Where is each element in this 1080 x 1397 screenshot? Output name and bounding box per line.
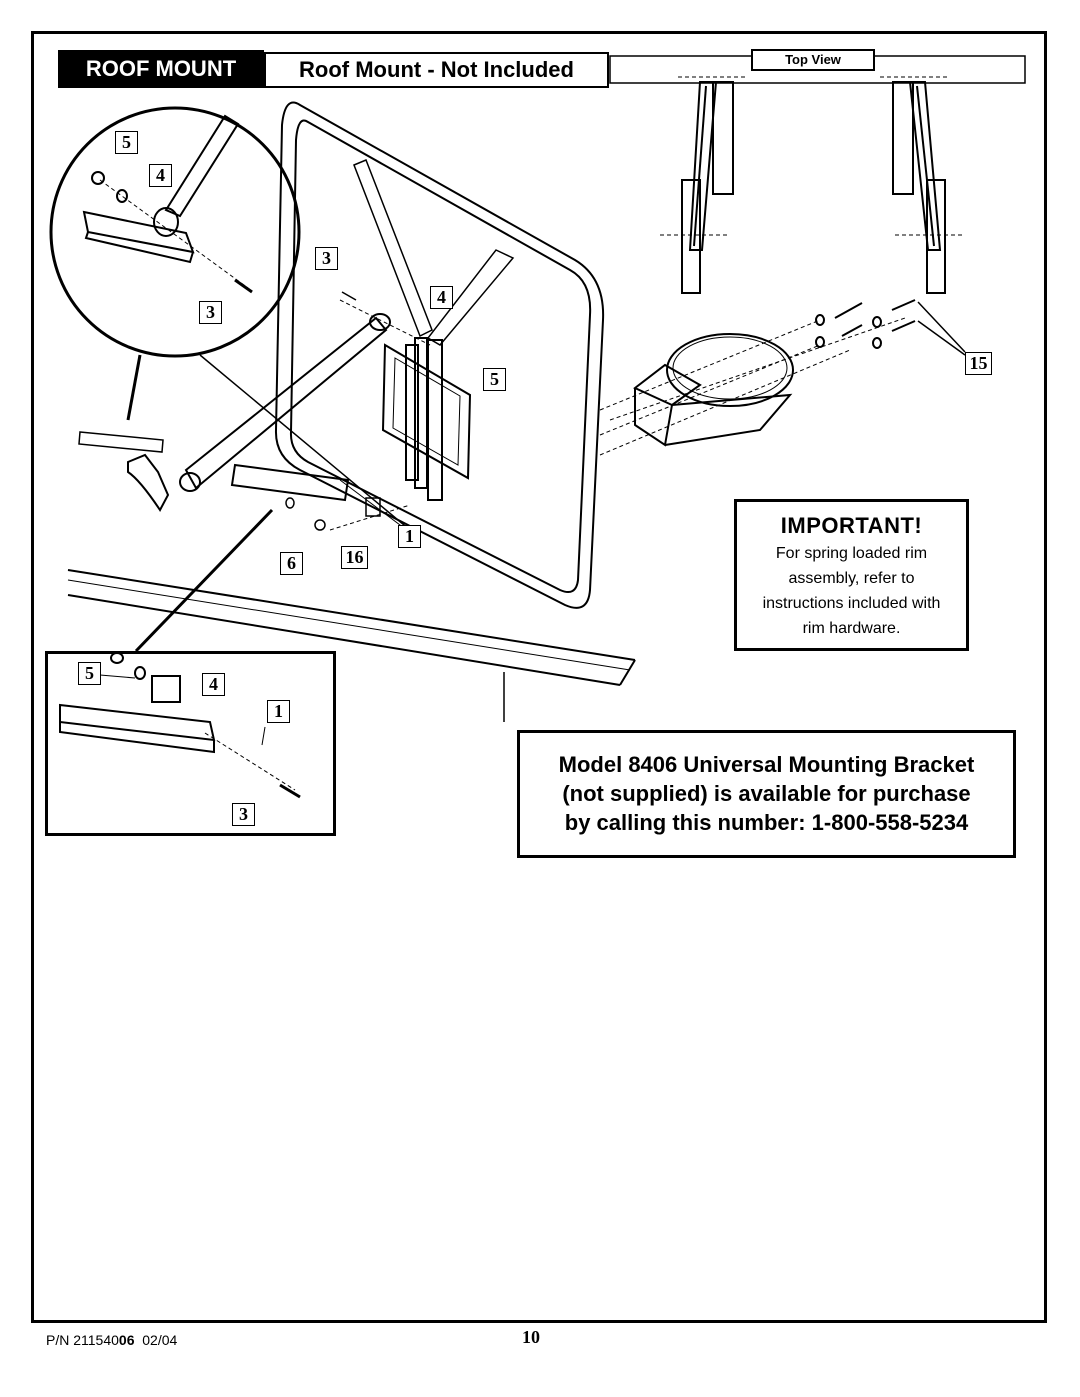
detail-circle-bracket [82,114,253,294]
callout-part-6: 6 [280,552,303,575]
roof-edge [67,569,636,722]
model-notice-line: by calling this number: 1-800-558-5234 [564,810,969,835]
important-line: instructions included with [762,595,941,612]
callout-part-5: 5 [78,662,101,685]
mounting-arms [353,159,515,501]
main-bracket [230,463,350,502]
callout-part-4: 4 [430,286,453,309]
page-number: 10 [522,1327,540,1347]
callout-part-15: 15 [965,352,992,375]
callout-part-3: 3 [232,803,255,826]
section-label: ROOF MOUNT [58,50,264,88]
detail-circle [49,106,301,358]
rotate-arrow [127,453,170,512]
top-view-label: Top View [751,49,875,71]
page-border [31,31,1047,1323]
important-text: For spring loaded rim assembly, refer to… [737,541,966,641]
callout-part-1: 1 [267,700,290,723]
top-view-bracket-left [660,76,748,294]
rim-bolts [815,299,916,349]
important-line: For spring loaded rim [775,545,928,562]
callout-part-5: 5 [115,131,138,154]
revision-date: 02/04 [142,1332,178,1348]
backboard [274,101,605,609]
callout-part-4: 4 [202,673,225,696]
part-number-prefix: P/N 211540 [46,1332,119,1348]
rim-assembly [633,333,794,447]
support-strut [184,316,388,490]
callout-part-3: 3 [315,247,338,270]
main-hardware [285,291,381,531]
model-notice: Model 8406 Universal Mounting Bracket (n… [517,730,1016,858]
loose-bracket [78,431,164,453]
page-subtitle: Roof Mount - Not Included [264,52,609,88]
important-title: IMPORTANT! [780,513,923,538]
part-number: P/N 21154006 02/04 [46,1332,177,1348]
detail-box [45,651,336,836]
callout-part-1: 1 [398,525,421,548]
callout-part-3: 3 [199,301,222,324]
important-line: assembly, refer to [788,570,915,587]
top-view-bracket-right [880,76,965,294]
hardware-lines [329,299,906,531]
model-notice-line: (not supplied) is available for purchase [562,781,971,806]
callout-part-4: 4 [149,164,172,187]
part-number-suffix: 06 [118,1332,135,1348]
callout-part-16: 16 [341,546,368,569]
detail-box-bracket [59,652,301,799]
important-line: rim hardware. [802,620,901,637]
important-notice: IMPORTANT! For spring loaded rim assembl… [734,499,969,651]
callout-part-5: 5 [483,368,506,391]
model-notice-line: Model 8406 Universal Mounting Bracket [558,752,975,777]
